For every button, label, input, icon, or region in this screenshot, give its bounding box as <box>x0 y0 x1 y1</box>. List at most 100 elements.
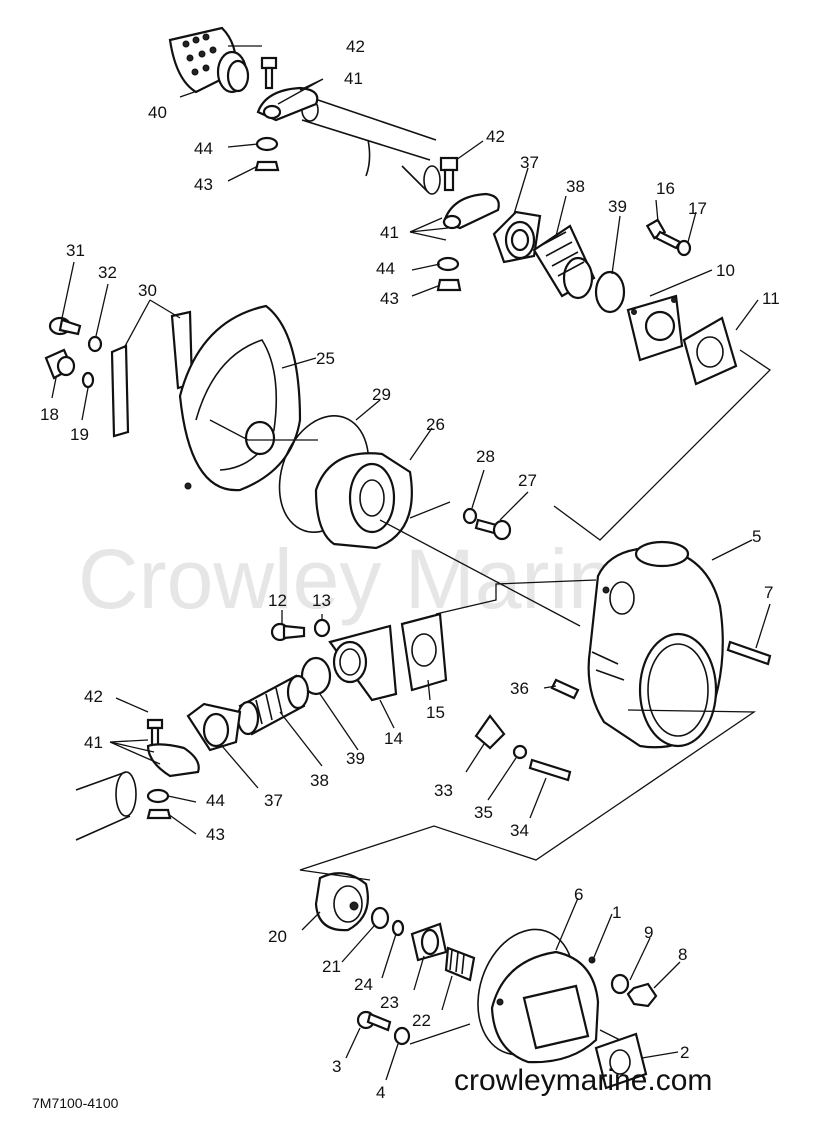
callout-39: 39 <box>608 197 627 216</box>
callout-13: 13 <box>312 591 331 610</box>
washer-28 <box>462 507 478 525</box>
callout-15: 15 <box>426 703 445 722</box>
callout-6: 6 <box>574 885 583 904</box>
callout-2: 2 <box>680 1043 689 1062</box>
hose-fitting-37-mid <box>186 702 242 752</box>
callout-32: 32 <box>98 263 117 282</box>
bolt-27 <box>474 518 512 541</box>
callout-10: 10 <box>716 261 735 280</box>
washer-9 <box>610 973 630 995</box>
spring-22 <box>444 946 476 982</box>
clamp-middle <box>436 156 500 292</box>
nut-8 <box>626 982 658 1008</box>
oring-24 <box>391 919 405 937</box>
seal-ring-39-top <box>594 270 626 314</box>
callout-24: 24 <box>354 975 373 994</box>
callout-21: 21 <box>322 957 341 976</box>
bolt-16 <box>645 218 682 250</box>
callout-44: 44 <box>194 139 213 158</box>
bellows-38-top <box>532 224 596 300</box>
washer-21 <box>370 906 390 930</box>
shaft-23 <box>410 922 448 962</box>
callout-40: 40 <box>148 103 167 122</box>
callout-43c: 43 <box>206 825 225 844</box>
callout-18: 18 <box>40 405 59 424</box>
callout-16: 16 <box>656 179 675 198</box>
bolt-31 <box>48 316 82 336</box>
callout-25: 25 <box>316 349 335 368</box>
strainer-part-40 <box>168 26 250 94</box>
website-url: crowleymarine.com <box>454 1064 712 1097</box>
callout-3: 3 <box>332 1057 341 1076</box>
bolt-3 <box>356 1010 392 1032</box>
callout-1: 1 <box>612 903 621 922</box>
callout-12: 12 <box>268 591 287 610</box>
gasket-11 <box>682 316 738 386</box>
callout-23: 23 <box>380 993 399 1012</box>
clamp-upper <box>254 56 319 172</box>
washer-13 <box>313 618 331 638</box>
callout-7: 7 <box>764 583 773 602</box>
callout-31: 31 <box>66 241 85 260</box>
callout-43: 43 <box>194 175 213 194</box>
gasket-15 <box>400 612 448 692</box>
callout-27: 27 <box>518 471 537 490</box>
hose-lower <box>75 771 137 841</box>
callout-42c: 42 <box>84 687 103 706</box>
oring-19 <box>81 371 95 389</box>
callout-14: 14 <box>384 729 403 748</box>
bolt-12 <box>270 622 306 642</box>
callout-44b: 44 <box>376 259 395 278</box>
washer-32 <box>87 335 103 353</box>
callout-33: 33 <box>434 781 453 800</box>
callout-22: 22 <box>412 1011 431 1030</box>
callout-35: 35 <box>474 803 493 822</box>
stud-7 <box>726 640 772 666</box>
cover-plate-2 <box>594 1032 648 1090</box>
diagram-code: 7M7100-4100 <box>32 1095 119 1111</box>
callout-labels: 1 2 3 4 5 6 7 8 9 10 11 12 13 14 15 16 1… <box>40 37 780 1102</box>
washer-35 <box>512 744 528 760</box>
screw-36 <box>550 678 580 700</box>
callout-4: 4 <box>376 1083 385 1102</box>
pump-cover-25 <box>178 304 302 492</box>
washer-17 <box>676 239 692 257</box>
callout-11: 11 <box>762 289 780 308</box>
callout-20: 20 <box>268 927 287 946</box>
callout-38: 38 <box>566 177 585 196</box>
callout-39b: 39 <box>346 749 365 768</box>
callout-44c: 44 <box>206 791 225 810</box>
callout-41b: 41 <box>380 223 399 242</box>
callout-41c: 41 <box>84 733 103 752</box>
plug-18 <box>44 348 76 380</box>
callout-9: 9 <box>644 923 653 942</box>
callout-41: 41 <box>344 69 363 88</box>
elbow-14 <box>328 624 398 702</box>
hose-fitting-37-top <box>492 210 542 264</box>
callout-34: 34 <box>510 821 529 840</box>
bellows-38-mid <box>236 674 310 736</box>
callout-43b: 43 <box>380 289 399 308</box>
callout-5: 5 <box>752 527 761 546</box>
impeller-housing-26 <box>314 452 413 550</box>
elbow-10 <box>626 294 684 362</box>
callout-37: 37 <box>520 153 539 172</box>
callout-30: 30 <box>138 281 157 300</box>
callout-36: 36 <box>510 679 529 698</box>
callout-19: 19 <box>70 425 89 444</box>
pump-body-5 <box>587 540 724 749</box>
clamp-lower <box>146 718 200 820</box>
callout-42b: 42 <box>486 127 505 146</box>
hose-upper <box>301 98 441 195</box>
stud-34 <box>528 758 572 782</box>
callout-8: 8 <box>678 945 687 964</box>
callout-42: 42 <box>346 37 365 56</box>
impeller-20 <box>314 872 369 932</box>
bearing-housing-1 <box>490 950 600 1064</box>
callout-28: 28 <box>476 447 495 466</box>
callout-17: 17 <box>688 199 707 218</box>
callout-37b: 37 <box>264 791 283 810</box>
drain-33 <box>474 714 506 750</box>
callout-38b: 38 <box>310 771 329 790</box>
